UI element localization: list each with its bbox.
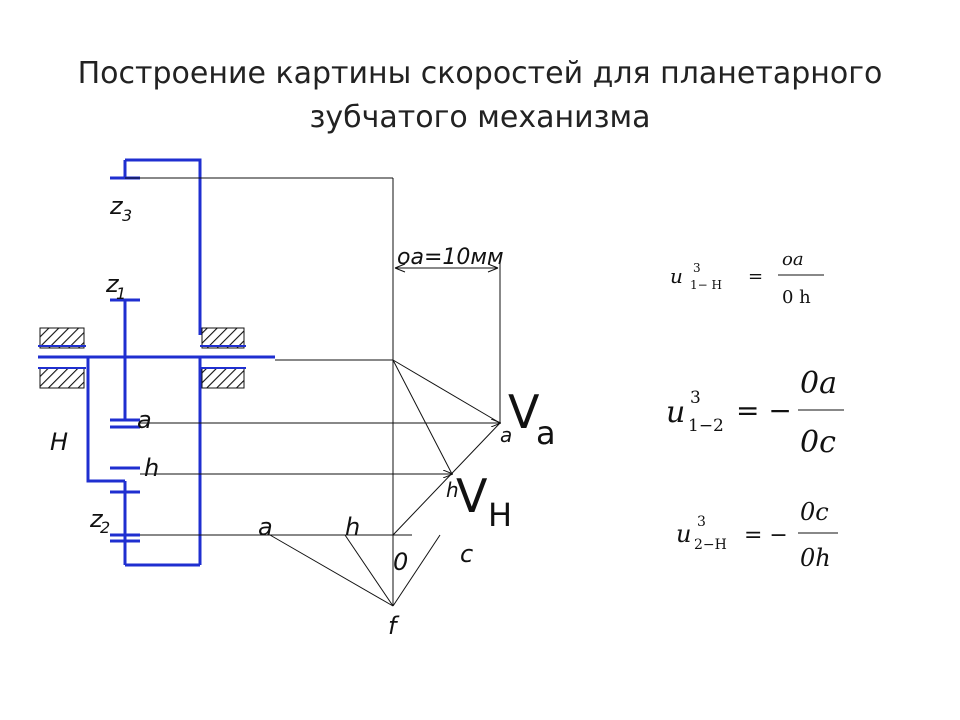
plan-line-hf <box>344 534 394 607</box>
formula-3-sup: 3 <box>697 514 706 530</box>
formula-1-den: 0 h <box>782 287 811 308</box>
bearing-left-bottom <box>39 367 85 389</box>
label-z3: z <box>109 192 124 220</box>
formula-2-num: 0a <box>800 366 837 401</box>
formula-1-u: u <box>670 264 683 288</box>
velocity-line-h <box>392 359 453 475</box>
title-line-2: зубчатого механизма <box>309 100 651 135</box>
formula-2-sup: 3 <box>690 388 701 408</box>
label-carrier-h: H <box>50 428 68 456</box>
bearing-right-top <box>201 327 245 349</box>
velocity-line-c <box>392 422 501 536</box>
label-velocity-h: V <box>456 469 488 523</box>
plan-label-h: h <box>345 513 360 541</box>
construction-lines <box>125 177 501 607</box>
formula-1-num: oa <box>782 249 804 270</box>
formula-3-num: 0c <box>800 498 829 526</box>
bearing-right-bottom <box>201 367 245 389</box>
plan-line-cf <box>392 534 441 607</box>
plan-label-a: a <box>258 513 273 541</box>
plan-line-af <box>269 534 394 607</box>
label-velocity-a: V <box>508 385 540 439</box>
title-line-1: Построение картины скоростей для планета… <box>77 56 883 91</box>
bearing-left-top <box>39 327 85 349</box>
formula-2-u: u <box>666 395 685 430</box>
label-point-a: a <box>137 406 152 434</box>
label-z1-sub: 1 <box>116 284 126 303</box>
scale-arrows <box>394 263 499 273</box>
carrier-h <box>86 357 125 483</box>
velocity-line-a <box>392 359 501 424</box>
label-z2: z <box>89 505 104 533</box>
label-velocity-h-small: h <box>446 478 459 502</box>
label-z3-sub: 3 <box>122 206 132 225</box>
label-scale: oa=10мм <box>397 245 504 270</box>
formula-3-den: 0h <box>800 544 831 572</box>
formula-2-sub: 1−2 <box>688 416 724 436</box>
formula-2: u 3 1−2 = − 0a 0c <box>666 366 844 460</box>
formula-2-den: 0c <box>800 425 836 460</box>
mechanism <box>38 158 275 567</box>
formula-3-eq: = − <box>744 523 788 548</box>
formula-1-sub: 1− H <box>690 278 722 292</box>
label-point-h: h <box>144 454 159 482</box>
label-velocity-a-small: a <box>500 423 512 447</box>
formula-3: u 3 2−H = − 0c 0h <box>676 498 838 572</box>
label-velocity-h-sub: H <box>488 496 512 534</box>
formula-1: u 3 1− H = oa 0 h <box>670 249 824 308</box>
plan-label-c: c <box>460 540 473 568</box>
label-velocity-a-sub: a <box>536 414 556 452</box>
label-z2-sub: 2 <box>100 518 110 537</box>
formula-1-sup: 3 <box>693 261 701 275</box>
formula-2-eq: = − <box>736 394 792 427</box>
bearings <box>38 327 246 389</box>
formula-3-sub: 2−H <box>694 537 727 553</box>
plan-label-f: f <box>388 612 400 640</box>
ring-gear-z3 <box>125 158 202 335</box>
label-z1: z <box>105 270 120 298</box>
formula-3-u: u <box>676 520 691 548</box>
labels: z 3 z 1 z 2 H a h oa=10мм a V a h V H a … <box>50 192 556 640</box>
plan-label-0: 0 <box>393 548 408 576</box>
formula-1-eq: = <box>748 266 763 287</box>
page-title: Построение картины скоростей для планета… <box>0 52 960 140</box>
